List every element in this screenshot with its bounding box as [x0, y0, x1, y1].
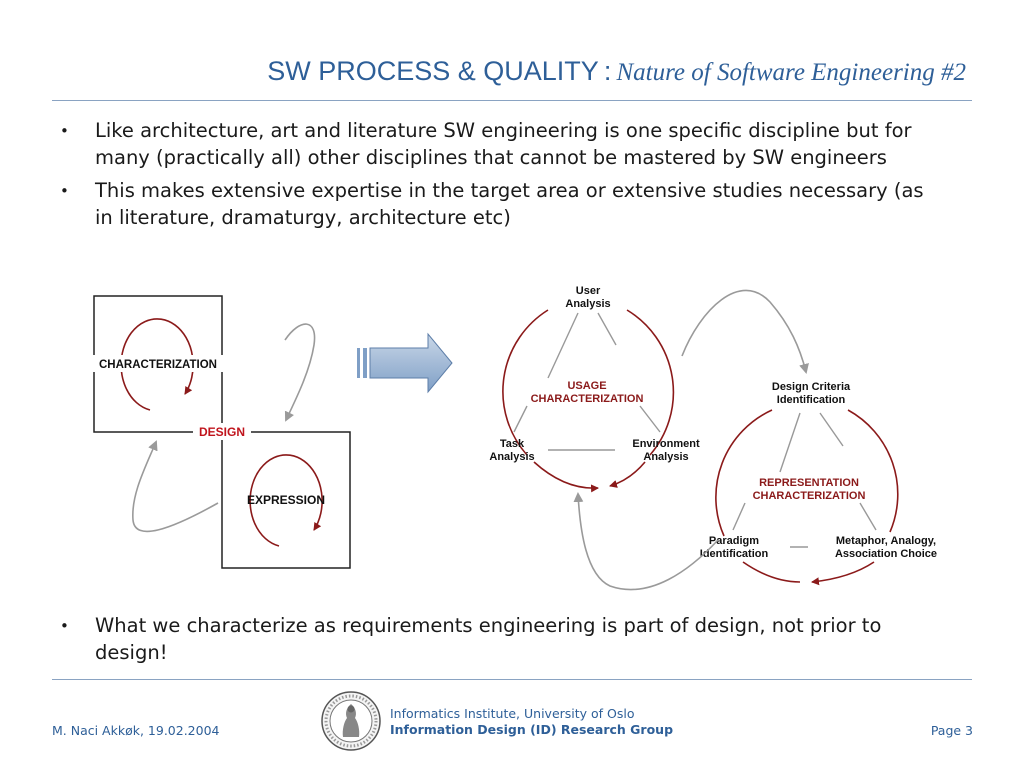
title-divider — [52, 100, 972, 101]
repr-arc-right — [847, 409, 899, 533]
user-analysis-line1: User — [576, 285, 601, 297]
paradigm-line2: Identification — [700, 548, 769, 560]
usage-cycle: User Analysis USAGE CHARACTERIZATION Tas… — [489, 285, 700, 493]
user-analysis-line2: Analysis — [565, 298, 610, 310]
design-criteria-line2: Identification — [777, 394, 846, 406]
link-criteria-repr-left — [779, 412, 801, 473]
footer-group: Information Design (ID) Research Group — [390, 722, 674, 737]
representation-cycle: Design Criteria Identification REPRESENT… — [700, 381, 937, 586]
characterization-label-bg — [86, 355, 228, 372]
link-user-usage-right — [597, 312, 617, 346]
usage-arc-left — [502, 309, 549, 456]
task-analysis-line1: Task — [500, 438, 525, 450]
link-repr-paradigm — [732, 502, 746, 531]
to-characterization-arrow — [132, 440, 219, 533]
footer-institute-block: Informatics Institute, University of Osl… — [390, 706, 673, 738]
footer-page-number: Page 3 — [930, 723, 973, 738]
left-diagram: CHARACTERIZATION DESIGN EXPRESSION — [86, 295, 351, 569]
bullet-list-bottom: • What we characterize as requirements en… — [58, 613, 925, 673]
link-criteria-repr-right — [819, 412, 844, 447]
footer-author-date: M. Naci Akkøk, 19.02.2004 — [52, 723, 220, 738]
footer-institute: Informatics Institute, University of Osl… — [390, 706, 635, 721]
bullet-dot-icon: • — [60, 182, 69, 200]
repr-char-line2: CHARACTERIZATION — [753, 490, 866, 502]
characterization-label: CHARACTERIZATION — [99, 359, 217, 371]
expression-label: EXPRESSION — [247, 493, 325, 507]
usage-arc-bottom-right — [609, 461, 646, 488]
bullet-item: • Like architecture, art and literature S… — [58, 118, 925, 171]
university-seal-icon — [321, 691, 381, 751]
link-usage-environment — [639, 405, 661, 433]
to-expression-arrow — [284, 323, 316, 422]
bullet-text: What we characterize as requirements eng… — [95, 614, 882, 664]
bullet-text: This makes extensive expertise in the ta… — [95, 179, 924, 229]
footer-divider — [52, 679, 972, 680]
repr-arc-left — [715, 409, 773, 537]
bullet-dot-icon: • — [60, 617, 69, 635]
bullet-item: • This makes extensive expertise in the t… — [58, 178, 925, 231]
paradigm-line1: Paradigm — [709, 535, 759, 547]
repr-arc-bottom-left — [742, 561, 801, 583]
title-subtitle: Nature of Software Engineering #2 — [616, 59, 966, 86]
usage-char-line2: CHARACTERIZATION — [531, 393, 644, 405]
title-separator: : — [603, 56, 612, 86]
usage-char-line1: USAGE — [567, 380, 606, 392]
link-user-usage-left — [547, 312, 579, 379]
bullet-list-top: • Like architecture, art and literature S… — [58, 118, 925, 238]
design-label-bg — [193, 423, 251, 440]
usage-arc-right — [626, 309, 675, 456]
slide-title: SW PROCESS & QUALITY : Nature of Softwar… — [267, 56, 966, 87]
transition-arrow-icon — [357, 332, 453, 394]
usage-to-criteria-arrow — [681, 289, 809, 374]
bullet-text: Like architecture, art and literature SW… — [95, 119, 912, 169]
design-label: DESIGN — [199, 425, 245, 439]
metaphor-line1: Metaphor, Analogy, — [836, 535, 936, 547]
title-main: SW PROCESS & QUALITY — [267, 56, 599, 86]
link-repr-metaphor — [859, 502, 877, 531]
bullet-item: • What we characterize as requirements en… — [58, 613, 925, 666]
environment-analysis-line1: Environment — [632, 438, 700, 450]
representation-to-usage-arrow — [573, 492, 719, 591]
link-usage-task — [513, 405, 528, 433]
task-analysis-line2: Analysis — [489, 451, 534, 463]
usage-arc-bottom-left — [533, 461, 599, 493]
design-criteria-line1: Design Criteria — [772, 381, 851, 393]
expression-cycle-arrow — [249, 454, 323, 547]
repr-arc-bottom-right — [811, 561, 875, 586]
metaphor-line2: Association Choice — [835, 548, 937, 560]
environment-analysis-line2: Analysis — [643, 451, 688, 463]
bullet-dot-icon: • — [60, 122, 69, 140]
repr-char-line1: REPRESENTATION — [759, 477, 859, 489]
